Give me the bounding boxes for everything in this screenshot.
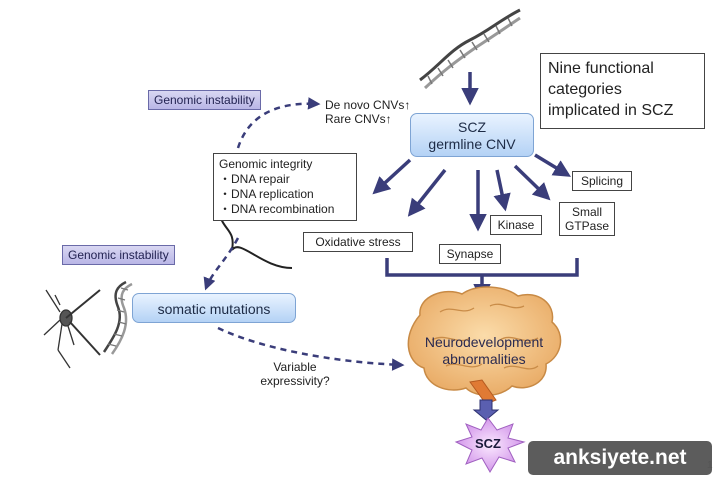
de-novo-line: De novo CNVs↑ <box>325 98 411 112</box>
brain-icon <box>407 286 562 405</box>
genomic-integrity-item: ・DNA repair <box>219 172 290 186</box>
germline-cnv-title: SCZ <box>458 119 486 135</box>
dna-helix-top-icon <box>419 8 521 90</box>
splicing-box: Splicing <box>572 171 632 191</box>
variable-expressivity-text: Variable expressivity? <box>260 360 330 388</box>
slide-number: 1 <box>707 460 713 471</box>
kinase-box: Kinase <box>490 215 542 235</box>
dashed-arrow-to-somatic <box>203 237 240 291</box>
oxidative-stress-box: Oxidative stress <box>303 232 413 252</box>
germline-cnv-subtitle: germline CNV <box>428 136 516 152</box>
genomic-integrity-item: ・DNA replication <box>219 187 314 201</box>
scz-star-shape <box>454 417 526 473</box>
brain-label: Neurodevelopment abnormalities <box>424 334 544 367</box>
dashed-arrow-to-de-novo <box>236 97 321 149</box>
category-arrows <box>372 153 571 232</box>
title-box: Nine functional categories implicated in… <box>540 53 705 129</box>
genomic-instability-tag-bottom: Genomic instability <box>62 245 175 265</box>
small-gtpase-box: Small GTPase <box>559 202 615 236</box>
germline-cnv-node: SCZ germline CNV <box>410 113 534 157</box>
somatic-mutations-node: somatic mutations <box>132 293 296 323</box>
rare-cnv-line: Rare CNVs↑ <box>325 112 392 126</box>
de-novo-text: De novo CNVs↑ Rare CNVs↑ <box>325 98 410 126</box>
dna-helix-small-icon <box>102 280 133 355</box>
title-box-text: Nine functional categories implicated in… <box>548 60 674 119</box>
synapse-box: Synapse <box>439 244 501 264</box>
mosquito-icon <box>43 289 101 369</box>
genomic-integrity-heading: Genomic integrity <box>219 157 313 171</box>
genomic-integrity-box: Genomic integrity ・DNA repair ・DNA repli… <box>213 153 357 221</box>
brain-to-scz-arrow <box>472 399 500 421</box>
watermark-badge: anksiyete.net <box>528 441 712 475</box>
scz-outcome-label: SCZ <box>475 436 501 451</box>
genomic-integrity-item: ・DNA recombination <box>219 202 335 216</box>
genomic-instability-tag-top: Genomic instability <box>148 90 261 110</box>
